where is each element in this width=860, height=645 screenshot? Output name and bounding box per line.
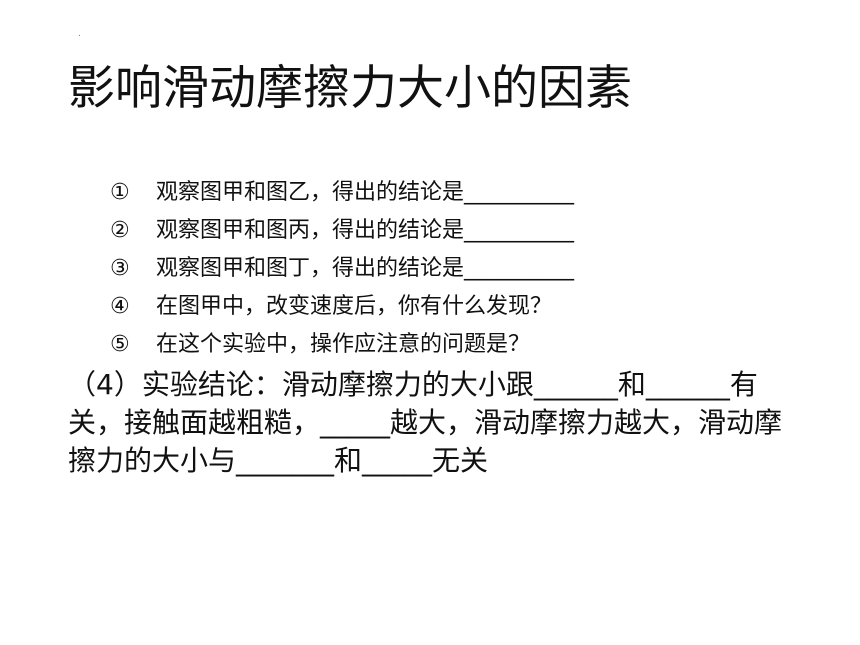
question-number: ①: [110, 180, 130, 205]
question-number: ②: [110, 218, 130, 243]
conclusion-paragraph: （4）实验结论：滑动摩擦力的大小跟______和______有关，接触面越粗糙，…: [68, 368, 783, 477]
question-item: ① 观察图甲和图乙，得出的结论是__________: [110, 174, 574, 212]
question-item: ③ 观察图甲和图丁，得出的结论是__________: [110, 250, 574, 288]
question-number: ③: [110, 256, 130, 281]
question-text: 观察图甲和图丁，得出的结论是__________: [156, 256, 575, 281]
question-number: ④: [110, 294, 130, 319]
slide-dot: .: [78, 29, 81, 39]
question-text: 在这个实验中，操作应注意的问题是？: [156, 332, 531, 357]
question-item: ④ 在图甲中，改变速度后，你有什么发现？: [110, 288, 574, 326]
question-item: ⑤ 在这个实验中，操作应注意的问题是？: [110, 326, 574, 364]
question-number: ⑤: [110, 332, 130, 357]
question-text: 观察图甲和图丙，得出的结论是__________: [156, 218, 575, 243]
question-text: 观察图甲和图乙，得出的结论是__________: [156, 180, 575, 205]
question-item: ② 观察图甲和图丙，得出的结论是__________: [110, 212, 574, 250]
slide-title: 影响滑动摩擦力大小的因素: [68, 61, 632, 116]
question-text: 在图甲中，改变速度后，你有什么发现？: [156, 294, 553, 319]
question-list: ① 观察图甲和图乙，得出的结论是__________ ② 观察图甲和图丙，得出的结论…: [110, 174, 574, 364]
